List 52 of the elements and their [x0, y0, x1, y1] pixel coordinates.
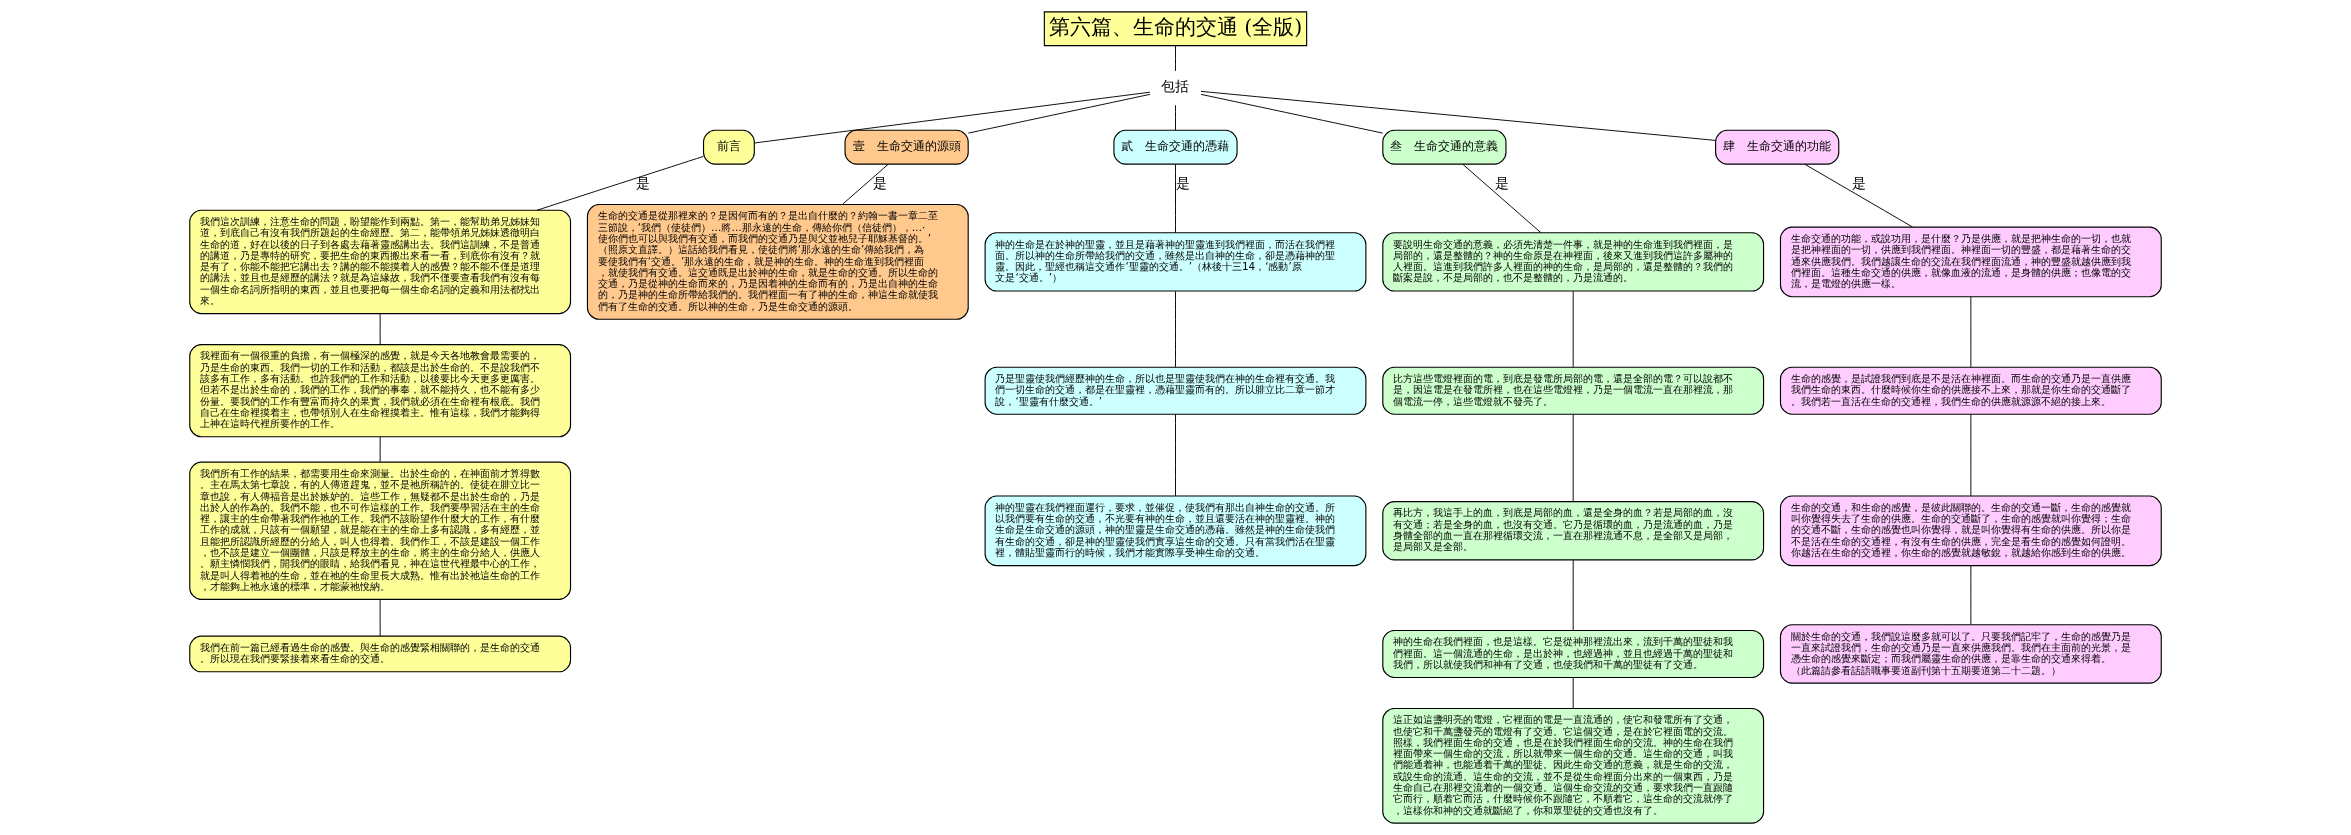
connector: [379, 436, 381, 463]
connector: [1804, 163, 1913, 228]
node-box: 我們這次訓練，注意生命的問題，盼望能作到兩點。第一，能幫助弟兄姊妹知道，到底自己有沒有我們所題起的生命經歷。第二，能帶領弟兄姊妹透徹明白生命的道，好在以後的日子到各處去藉著靈感講出去。我們這訓練，不是普通的講道，乃是專特的研究，要把生命的東西搬出來看一看，到底你有沒有？就是有了，你能不能把它講出去？講的能不能摸着人的感覺？能不能不僅是道理的講法，並且也是經歷的講法？就是為這緣故，我們不僅要查看我們有沒有每一個生命名詞所指明的東西，並且也要把每一個生命名詞的定義和用法都找出來。: [189, 209, 572, 315]
node-box: 要說明生命交通的意義，必須先清楚一件事，就是神的生命進到我們裡面，是局部的，還是整體的？神的生命原是在神裡面，後來又進到我們這許多屬神的人裡面。這進到我們許多人裡面的神的生命，是局部的，還是整體的？我們的斷案是說，不是局部的，也不是整體的，乃是流通的。: [1382, 232, 1765, 292]
connector: [1970, 565, 1972, 625]
connector: [379, 313, 381, 346]
node-box: 前言: [703, 129, 755, 165]
node-box: 神的生命在我們裡面，也是這樣。它是從神那裡流出來，流到千萬的聖徒和我們裡面。這一個流通的生命，是出於神，也經過神，並且也經過千萬的聖徒和我們，所以就使我們和神有了交通，也使我們和千萬的聖徒有了交通。: [1382, 629, 1765, 678]
node-box: 生命的交通是從那裡來的？是因何而有的？是出自什麼的？約翰一書一章二至三節說，‘我們（使徒們）…將…那永遠的生命，傳給你們（信徒們），…‧使你們也可以與我們有交通，而我們的交通乃是與父並祂兒子耶穌基督的。’（照原文直譯。）這話給我們看見，使徒們將‘那永遠的生命’傳給我們，為要使我們有‘交通。’那永遠的生命，就是神的生命。神的生命進到我們裡面，就使我們有交通。這交通既是出於神的生命，就是生命的交通。所以生命的交通，乃是從神的生命而來的，乃是因着神的生命而有的，乃是出自神的生命的，乃是神的生命所帶給我們的。我們裡面一有了神的生命，神這生命就使我們有了生命的交通。所以神的生命，乃是生命交通的源頭。: [586, 204, 969, 320]
connector: [1572, 677, 1574, 709]
connector: [1970, 296, 1972, 368]
connector: [536, 155, 704, 211]
node-box: 我裡面有一個很重的負擔，有一個極深的感覺，就是今天各地教會最需要的，乃是生命的東西。我們一切的工作和活動，都該是出於生命的。不是說我們不該多有工作，多有活動。也許我們的工作和活動，以後要比今天更多更厲害。但若不是出於生命的，我們的工作，我們的事奉，就不能持久，也不能有多少份量。要我們的工作有豐富而持久的果實，我們就必須在生命裡有根底。我們自己在生命裡摸着主，也帶領別人在生命裡摸着主。惟有這樣，我們才能夠得上神在這時代裡所要作的工作。: [189, 344, 572, 438]
connector: [1572, 414, 1574, 502]
node-box: 生命的交通，和生命的感覺，是彼此關聯的。生命的交通一斷，生命的感覺就叫你覺得失去了生命的供應。生命的交通斷了，生命的感覺就叫你覺得；生命的交通不斷，生命的感覺也叫你覺得，就是叫你覺得有生命的供應。所以你是不是活在生命的交通裡，有沒有生命的供應，完全是看生命的感覺如何證明。你越活在生命的交通裡，你生命的感覺就越敏銳，就越給你感到生命的供應。: [1779, 495, 2162, 567]
connector: [967, 93, 1151, 134]
node-box: 貳 生命交通的憑藉: [1113, 129, 1238, 165]
connector: [1200, 90, 1716, 141]
edge-label: 是: [1494, 174, 1509, 191]
connector: [1970, 414, 1972, 497]
connector: [1462, 163, 1542, 234]
node-text: 包括: [1161, 78, 1190, 95]
node-box: 叁 生命交通的意義: [1382, 129, 1507, 165]
connector: [1175, 290, 1176, 368]
connector: [1175, 414, 1176, 497]
node-box: 第六篇、生命的交通 (全版): [1043, 11, 1308, 47]
connector: [753, 91, 1151, 144]
node-box: 生命交通的功能，或說功用，是什麼？乃是供應，就是把神生命的一切，也就是把神裡面的一切，供應到我們裡面。神裡面一切的豐盛，都是藉著生命的交通來供應我們。我們越讓生命的交流在我們裡面流通，神的豐盛就越供應到我們裡面。這種生命交通的供應，就像血液的流通，是身體的供應；也像電的交流，是電燈的供應一樣。: [1779, 226, 2162, 298]
node-box: 神的聖靈在我們裡面運行，要求，並催促，使我們有那出自神生命的交通。所以我們要有生命的交通，不光要有神的生命，並且還要活在神的聖靈裡。神的生命是生命交通的源頭，神的聖靈是生命交通的憑藉。雖然是神的生命使我們有生命的交通，卻是神的聖靈使我們實享這生命的交通。只有當我們活在聖靈裡，體貼聖靈而行的時候，我們才能實際享受神生命的交通。: [984, 495, 1367, 567]
connector: [842, 163, 889, 205]
connector: [1200, 93, 1384, 134]
connector: [1572, 559, 1574, 631]
node-box: 再比方，我這手上的血，到底是局部的血，還是全身的血？若是局部的血，沒有交通；若是全身的血，也沒有交通。它乃是循環的血，乃是流通的血，乃是身體全部的血一直在那裡循環交流，一直在那裡流通不息，是全部又是局部，是局部又是全部。: [1382, 501, 1765, 561]
edge-label: 是: [873, 174, 888, 191]
node-box: 乃是聖靈使我們經歷神的生命，所以也是聖靈使我們在神的生命裡有交通。我們一切生命的交通，都是在聖靈裡，憑藉聖靈而有的。所以腓立比二章一節才說，‘聖靈有什麼交通。’: [984, 366, 1367, 415]
connector: [1175, 163, 1176, 234]
node-box: 這正如這盞明亮的電燈，它裡面的電是一直流通的，使它和發電所有了交通，也使它和千萬盞發亮的電燈有了交通。它這個交通，是在於它裡面電的交流。照樣，我們裡面生命的交通，也是在於我們裡面生命的交流。神的生命在我們裡面帶來一個生命的交流，所以就帶來一個生命的交通。這生命的交通，叫我們能通着神，也能通着千萬的聖徒。因此生命交通的意義，就是生命的交流，或說生命的流通。這生命的交流，並不是從生命裡面分出來的一個東西，乃是生命自己在那裡交流着的一個交通。這個生命交流的交通，要求我們一直跟隨它而行，順着它而活，什麼時候你不跟隨它，不順着它，這生命的交流就停了，這樣你和神的交通就斷絕了，你和眾聖徒的交通也沒有了。: [1382, 707, 1765, 824]
node-box: 神的生命是在於神的聖靈，並且是藉著神的聖靈進到我們裡面，而活在我們裡面。所以神的生命所帶給我們的交通，雖然是出自神的生命，卻是憑藉神的聖靈。因此，聖經也稱這交通作‘聖靈的交通。’（林後十三14，‘感動’原文是‘交通。’）: [984, 232, 1367, 292]
node-box: 我們所有工作的結果，都需要用生命來測量。出於生命的，在神面前才算得數。主在馬太第七章說，有的人傳道趕鬼，並不是祂所稱許的。使徒在腓立比一章也說，有人傳福音是出於嫉妒的。這些工作，無疑都不是出於生命的，乃是出於人的作為的。我們不能，也不可作這樣的工作。我們要學習活在主的生命裡，讓主的生命帶著我們作祂的工作。我們不該盼望作什麼大的工作，有什麼工作的成就，只該有一個願望，就是能在主的生命上多有認識，多有經歷，並且能把所認識所經歷的分給人，叫人也得着。我們作工，不該是建設一個工作，也不該是建立一個團體，只該是釋放主的生命，將主的生命分給人，供應人。願主憐憫我們，開我們的眼睛，給我們看見，神在這世代裡最中心的工作，就是叫人得着祂的生命，並在祂的生命里長大成熟。惟有出於祂這生命的工作，才能夠上祂永遠的標準，才能蒙祂悅納。: [189, 461, 572, 600]
connector: [379, 599, 381, 637]
node-box: 生命的感覺，是試證我們到底是不是活在神裡面。而生命的交通乃是一直供應我們生命的東西。什麼時候你生命的供應接不上來，那就是你生命的交通斷了。我們若一直活在生命的交通裡，我們生命的供應就源源不絕的接上來。: [1779, 366, 2162, 415]
node-box: 我們在前一篇已經看過生命的感覺。與生命的感覺緊相關聯的，是生命的交通。所以現在我們要緊接着來看生命的交通。: [189, 635, 572, 673]
node-box: 比方這些電燈裡面的電，到底是發電所局部的電，還是全部的電？可以說都不是，因這電是在發電所裡，也在這些電燈裡，乃是一個電流一直在那裡流，那個電流一停，這些電燈就不發亮了。: [1382, 366, 1765, 415]
connector: [1175, 45, 1176, 72]
node-box: 關於生命的交通，我們說這麼多就可以了。只要我們記牢了，生命的感覺乃是一直來試證我們，生命的交通乃是一直來供應我們。我們在主面前的光景，是憑生命的感覺來斷定；而我們屬靈生命的供應，是靠生命的交通來得着。 （此篇請參看話語職事要道副刊第十五期要道第二十二題。）: [1779, 624, 2162, 684]
edge-label: 是: [636, 174, 651, 191]
edge-label: 是: [1851, 174, 1866, 191]
connector: [1572, 290, 1574, 368]
connector: [1175, 104, 1176, 131]
edge-label: 是: [1176, 174, 1191, 191]
node-box: 肆 生命交通的功能: [1715, 129, 1840, 165]
node-box: 壹 生命交通的源頭: [844, 129, 969, 165]
